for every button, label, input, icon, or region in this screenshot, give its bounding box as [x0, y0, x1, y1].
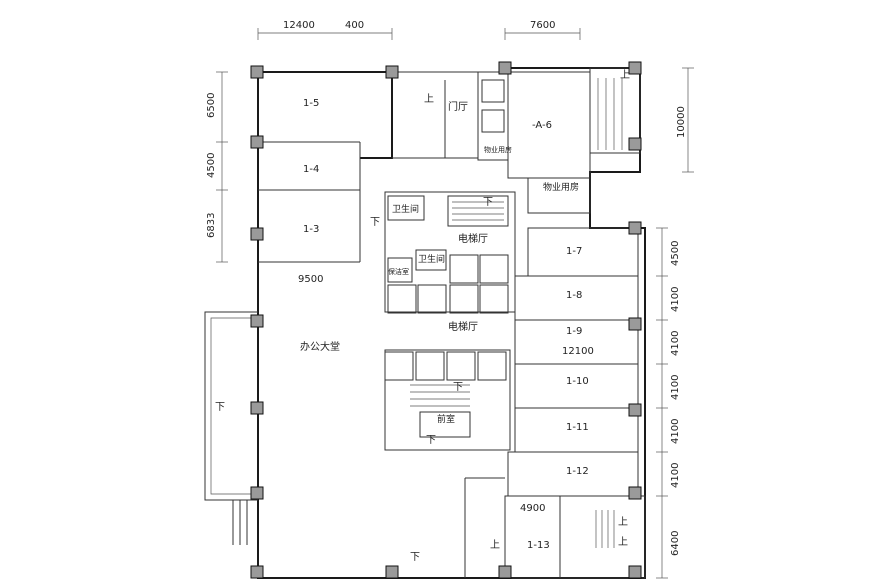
toilet-1-label: 卫生间	[392, 203, 419, 215]
room-1-4: 1-4	[303, 164, 319, 175]
dimension-top: 12400 400 7600	[257, 20, 581, 40]
dim-left-4500: 4500	[206, 153, 217, 178]
dim-right-4100-a: 4100	[670, 287, 681, 312]
stair-down-5: 下	[410, 552, 420, 563]
exterior-ramp	[204, 311, 258, 545]
elevator-hall-2-label: 电梯厅	[448, 320, 478, 333]
room-1-5: 1-5	[303, 98, 319, 109]
dim-left-6500: 6500	[206, 93, 217, 118]
room-1-13: 1-13	[527, 540, 550, 551]
dim-right-4500: 4500	[670, 241, 681, 266]
room-1-3: 1-3	[303, 224, 319, 235]
room-1-8: 1-8	[566, 290, 582, 301]
dim-top-400: 400	[345, 20, 364, 31]
stair-up-3: 上	[618, 516, 628, 528]
dim-right-4100-d: 4100	[670, 419, 681, 444]
dim-right-4100-e: 4100	[670, 463, 681, 488]
stair-up-4: 上	[618, 536, 628, 548]
room-labels: 1-5 1-4 1-3 -A-6 1-7 1-8 1-9 1-10 1-11 1…	[303, 98, 589, 551]
service-core	[384, 191, 516, 451]
stair-down-ramp: 下	[215, 402, 225, 413]
toilet-2-label: 卫生间	[418, 253, 445, 265]
right-rooms	[464, 227, 646, 579]
dim-top-7600: 7600	[530, 20, 555, 31]
dim-right-4100-c: 4100	[670, 375, 681, 400]
room-1-12: 1-12	[566, 466, 589, 477]
stair-marks: 下 下 下 上 上 下 下 上 上 上 下	[215, 69, 630, 563]
stair-down-2: 下	[483, 197, 493, 208]
property-room-label: 物业用房	[543, 181, 579, 193]
dim-top-12400: 12400	[283, 20, 315, 31]
stair-down-4: 下	[426, 435, 436, 446]
stair-up-1: 上	[424, 93, 434, 105]
dimension-right: 10000 4500 4100 4100 4100 4100 4100 6400	[656, 67, 694, 579]
dim-right-6400: 6400	[670, 531, 681, 556]
property-small-label: 物业用房	[484, 145, 512, 154]
dim-right-10000: 10000	[676, 106, 687, 138]
space-labels: 门厅 物业用房 物业用房 卫生间 卫生间 保洁室 电梯厅 电梯厅 办公大堂 前室	[300, 100, 579, 425]
elevator-hall-1-label: 电梯厅	[458, 232, 488, 245]
stair-down-1: 下	[370, 217, 380, 228]
dimension-left: 6500 4500 6833	[206, 71, 228, 263]
room-1-11: 1-11	[566, 422, 589, 433]
stair-up-escalator: 上	[620, 69, 630, 81]
stair-up-2: 上	[490, 539, 500, 551]
dim-left-6833: 6833	[206, 213, 217, 238]
lobby-door-label: 门厅	[448, 100, 468, 113]
room-1-6: -A-6	[532, 120, 552, 131]
dim-4900: 4900	[520, 503, 545, 514]
front-room-label: 前室	[437, 413, 455, 425]
room-1-7: 1-7	[566, 246, 582, 257]
room-1-9: 1-9	[566, 326, 582, 337]
office-hall-label: 办公大堂	[300, 340, 340, 353]
room-1-10: 1-10	[566, 376, 589, 387]
dim-right-4100-b: 4100	[670, 331, 681, 356]
dim-9500: 9500	[298, 274, 323, 285]
columns	[250, 61, 642, 579]
cleaning-label: 保洁室	[388, 267, 409, 276]
dim-12100: 12100	[562, 346, 594, 357]
inner-dimensions: 9500 12100 4900	[298, 274, 594, 514]
stair-down-3: 下	[453, 382, 463, 393]
